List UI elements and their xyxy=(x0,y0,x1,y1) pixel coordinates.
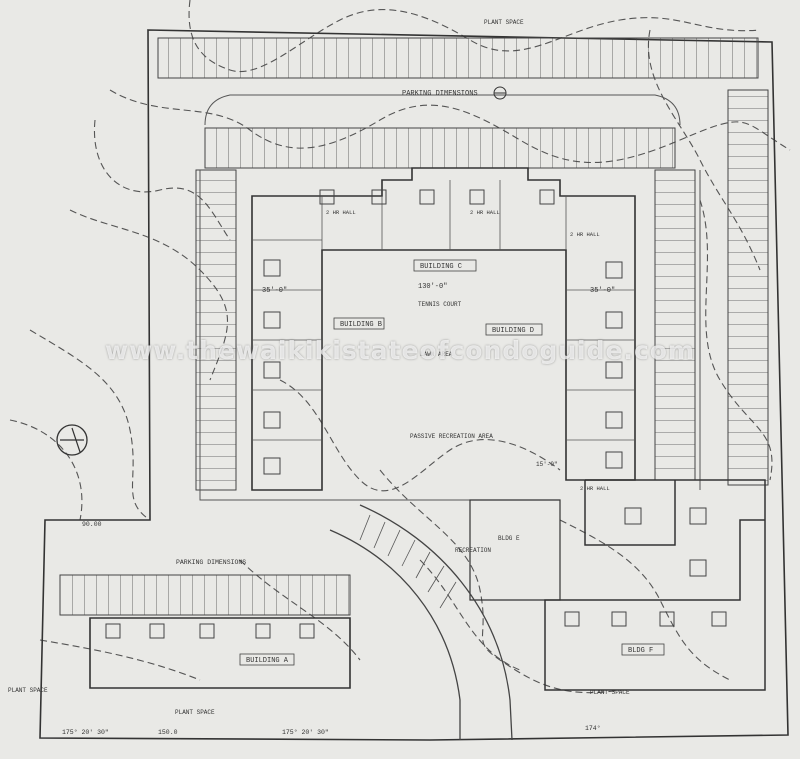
parking-column-east-outer xyxy=(727,89,769,486)
label-lawn-area: LAWN AREA xyxy=(420,351,453,358)
parking-row-north xyxy=(204,127,676,169)
label-dim-35-left: 35'-0" xyxy=(262,287,287,295)
label-dim-35-right: 35'-0" xyxy=(590,287,615,295)
building-f-windows xyxy=(564,507,727,627)
parking-column-east-inner xyxy=(654,169,696,481)
label-2hr-hall-1: 2 HR HALL xyxy=(326,209,356,216)
label-bldg-f: BLDG F xyxy=(628,647,653,655)
label-plant-space-left: PLANT SPACE xyxy=(8,687,48,694)
label-plant-space-right: PLANT SPACE xyxy=(590,689,630,696)
building-a-outline xyxy=(89,617,351,689)
label-2hr-hall-4: 2 HR HALL xyxy=(580,485,610,492)
site-boundary xyxy=(39,29,789,741)
label-tennis-court: TENNIS COURT xyxy=(418,301,462,308)
unit-partitions xyxy=(252,180,635,441)
label-plant-space-top: PLANT SPACE xyxy=(484,19,524,26)
label-plant-space-bottom: PLANT SPACE xyxy=(175,709,215,716)
label-building-b: BUILDING B xyxy=(340,321,382,329)
label-dim-130: 130'-0" xyxy=(418,283,447,291)
label-dim-bottom-right: 174° xyxy=(585,724,601,732)
parking-column-west xyxy=(195,169,237,491)
drive-aisle xyxy=(199,94,701,501)
building-e-outline xyxy=(469,499,561,601)
parking-row-south xyxy=(59,574,351,616)
label-building-d: BUILDING D xyxy=(492,327,534,335)
label-2hr-hall-2: 2 HR HALL xyxy=(470,209,500,216)
access-road xyxy=(329,504,513,741)
label-dim-bottom-mid: 175° 20' 30" xyxy=(282,728,329,736)
section-marker-icon xyxy=(493,86,507,100)
main-building-outline xyxy=(251,167,636,491)
label-building-a: BUILDING A xyxy=(246,657,289,665)
label-dim-bottom-left: 175° 20' 30" xyxy=(62,728,109,736)
label-2hr-hall-3: 2 HR HALL xyxy=(570,231,600,238)
building-a-windows xyxy=(105,623,315,639)
road-stalls xyxy=(359,514,457,609)
label-parking-dimensions-bottom: PARKING DIMENSIONS xyxy=(176,559,246,566)
label-dim-150: 150.0 xyxy=(158,729,178,736)
north-arrow-icon xyxy=(56,424,88,456)
label-recreation: RECREATION xyxy=(455,547,491,554)
parking-row-top xyxy=(157,37,759,79)
label-parking-dimensions-top: PARKING DIMENSIONS xyxy=(402,90,478,98)
unit-windows xyxy=(263,189,623,475)
label-dim-15: 15'-0" xyxy=(536,461,558,468)
label-bldg-e: BLDG E xyxy=(498,535,520,542)
building-f-outline xyxy=(544,479,766,691)
label-passive-recreation: PASSIVE RECREATION AREA xyxy=(410,433,493,440)
label-dim-90: 90.00 xyxy=(82,521,102,528)
label-building-c: BUILDING C xyxy=(420,263,462,271)
